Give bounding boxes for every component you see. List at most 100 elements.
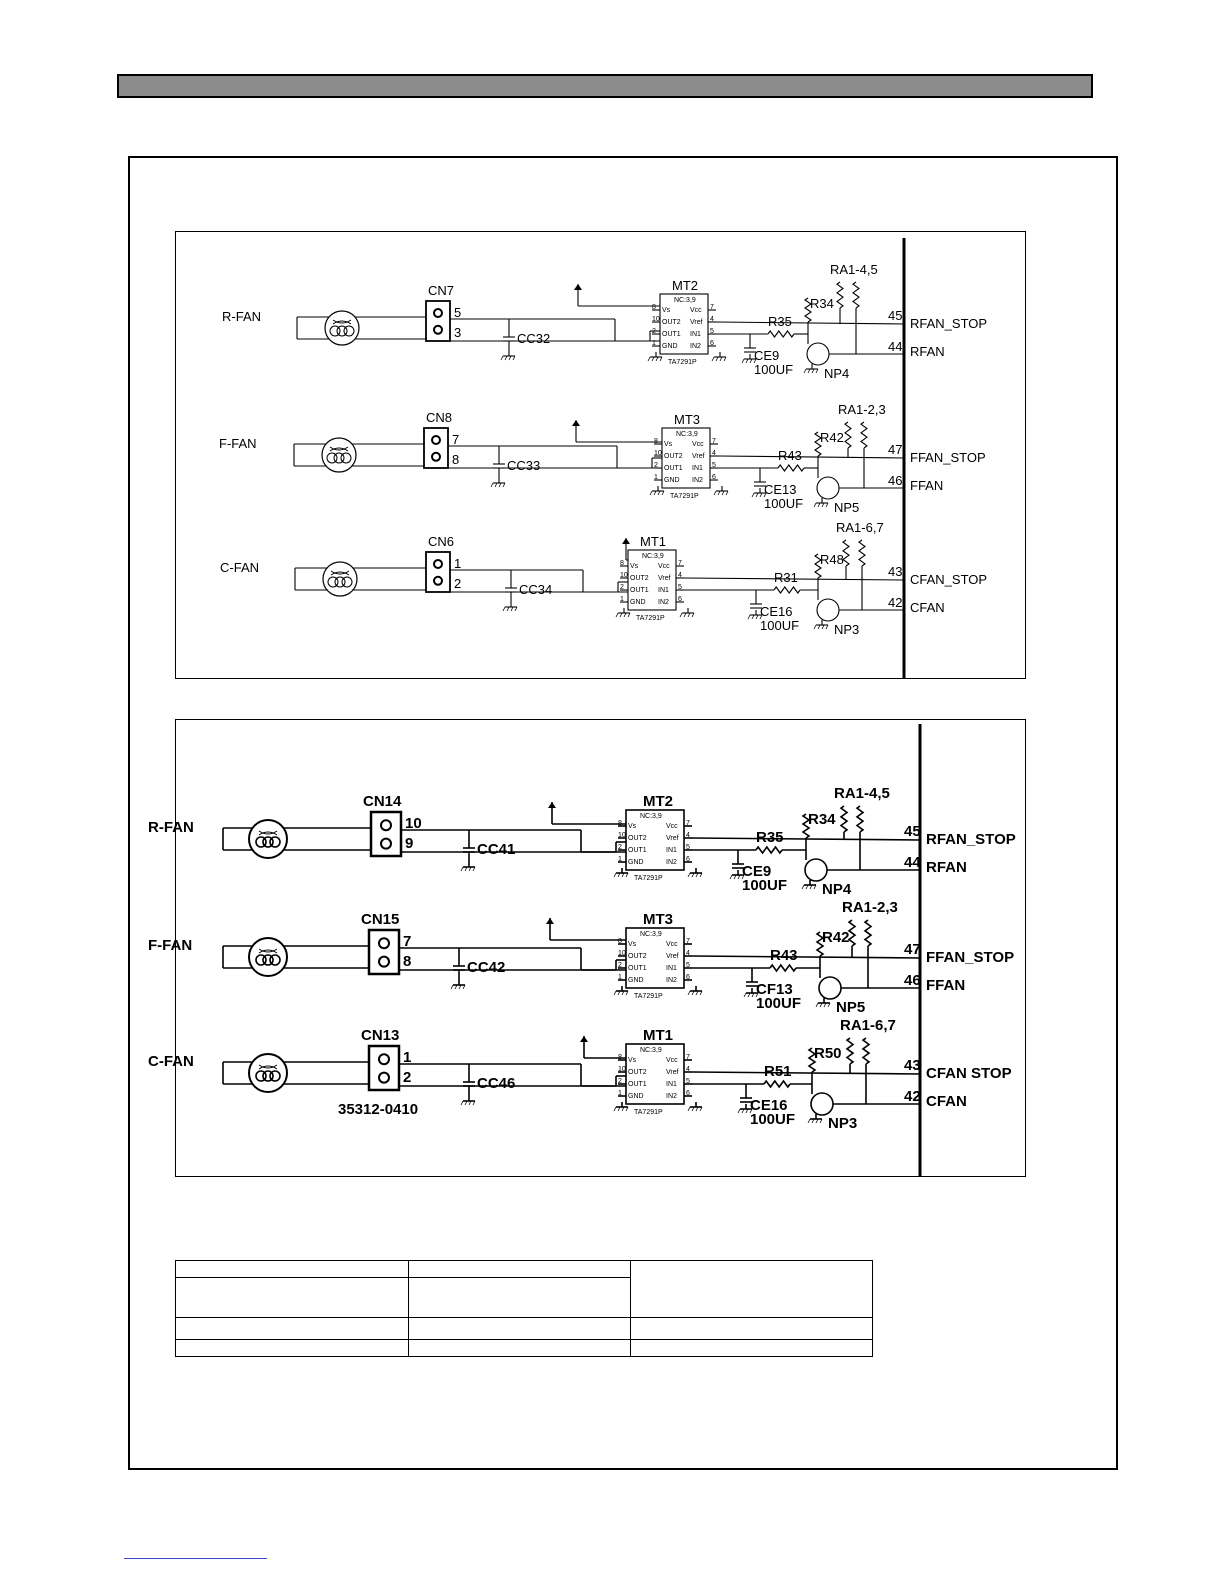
bus-pin-label: 43 <box>888 564 902 579</box>
ic-pin-name: OUT1 <box>662 331 681 338</box>
ic-pin-number: 8 <box>618 1054 622 1061</box>
ic-pin-name: GND <box>662 343 678 350</box>
fan-coil-icon <box>269 1070 281 1082</box>
signal-label: CFAN STOP <box>926 1065 1012 1082</box>
wire <box>617 990 621 996</box>
table-row <box>175 1317 873 1340</box>
ic-label: MT3 <box>674 412 700 427</box>
ic-pin-number: 8 <box>654 438 658 445</box>
wire <box>815 1118 819 1124</box>
transistor-label: NP5 <box>834 500 859 515</box>
capacitor-label: CC42 <box>467 959 505 976</box>
ic-pin-name: Vref <box>690 319 703 326</box>
bus-pin-label: 46 <box>904 972 921 989</box>
fan-coil-icon <box>326 452 338 464</box>
capacitor-value-label: 100UF <box>764 496 803 511</box>
resistor-symbol <box>801 813 811 839</box>
resistor-symbol <box>773 586 801 594</box>
bus-pin-label: 42 <box>888 595 902 610</box>
ic-pin-number: 4 <box>710 316 714 323</box>
capacitor-label: CE16 <box>760 604 793 619</box>
ic-pin-number: 8 <box>618 820 622 827</box>
ic-pin-number: 5 <box>686 844 690 851</box>
wire <box>737 1108 741 1114</box>
capacitor-label: CE9 <box>754 348 779 363</box>
ic-pin-name: Vref <box>666 1069 679 1076</box>
bus-pin-label: 47 <box>888 442 902 457</box>
ic-pin-name: OUT2 <box>662 319 681 326</box>
ic-pin-name: IN2 <box>690 343 701 350</box>
transistor-label: NP4 <box>824 366 849 381</box>
wire <box>809 884 813 890</box>
wire <box>695 1106 699 1112</box>
wire <box>715 321 905 325</box>
connector-label: CN7 <box>428 283 454 298</box>
capacitor-label: CE13 <box>764 482 797 497</box>
fan-label: F-FAN <box>219 436 257 451</box>
connector-pin-icon <box>378 955 390 968</box>
resistor-array-label: RA1-6,7 <box>836 520 884 535</box>
fan-coil-icon <box>327 576 339 588</box>
wire <box>659 356 663 362</box>
wire <box>763 492 767 498</box>
table-cell <box>408 1339 631 1357</box>
ic-pin-number: 5 <box>710 328 714 335</box>
fan-label: C-FAN <box>148 1053 194 1070</box>
resistor-label: R51 <box>764 1063 792 1080</box>
wire <box>717 490 721 496</box>
ic-nc-label: NC:3,9 <box>674 297 696 304</box>
resistor-symbol <box>839 805 849 833</box>
ic-pin-number: 7 <box>686 1054 690 1061</box>
section-header-bar <box>117 74 1093 98</box>
ic-pin-number: 1 <box>618 856 622 863</box>
transistor-icon <box>804 858 828 882</box>
ic-nc-label: NC:3,9 <box>640 1047 662 1054</box>
ic-pin-name: IN2 <box>666 1093 677 1100</box>
wire <box>755 992 759 998</box>
resistor-array-label: RA1-4,5 <box>834 785 890 802</box>
wire <box>825 624 829 630</box>
resistor-symbol <box>842 539 850 567</box>
ic-pin-number: 1 <box>652 340 656 347</box>
wire <box>723 356 727 362</box>
ic-pin-number: 2 <box>618 1078 622 1085</box>
connector-pin-label: 1 <box>403 1049 411 1066</box>
wire <box>759 492 763 498</box>
capacitor-label: CE16 <box>750 1097 788 1114</box>
wire <box>695 990 699 996</box>
connector-label: CN6 <box>428 534 454 549</box>
ic-pin-number: 10 <box>652 316 660 323</box>
fan-motor-icon <box>324 310 360 346</box>
fan-spec-table <box>175 1260 873 1357</box>
signal-label: FFAN <box>910 478 943 493</box>
wire <box>679 612 683 618</box>
wire <box>759 614 763 620</box>
ic-part-label: TA7291P <box>636 615 665 622</box>
wire <box>647 356 651 362</box>
transistor-icon <box>810 1092 834 1116</box>
ic-pin-name: IN1 <box>666 965 677 972</box>
wire <box>508 355 512 361</box>
wire <box>745 358 749 364</box>
resistor-symbol <box>814 553 822 579</box>
wire <box>657 490 661 496</box>
ic-pin-number: 10 <box>618 832 626 839</box>
ic-pin-number: 5 <box>678 584 682 591</box>
resistor-symbol <box>755 845 783 855</box>
wire <box>504 355 508 361</box>
resistor-symbol <box>815 931 825 957</box>
wire <box>813 502 817 508</box>
wire <box>450 984 454 990</box>
transistor-label: NP3 <box>834 622 859 637</box>
motor-driver-ic <box>625 809 685 871</box>
connector-label: CN15 <box>361 911 399 928</box>
ic-pin-name: Vs <box>630 563 639 570</box>
resistor-array-label: RA1-2,3 <box>838 402 886 417</box>
wire <box>813 624 817 630</box>
ic-pin-name: OUT2 <box>664 453 683 460</box>
signal-label: FFAN <box>926 977 965 994</box>
fan-label: R-FAN <box>222 309 261 324</box>
connector-pin-label: 9 <box>405 835 413 852</box>
wire <box>502 482 506 488</box>
ic-nc-label: NC:3,9 <box>642 553 664 560</box>
